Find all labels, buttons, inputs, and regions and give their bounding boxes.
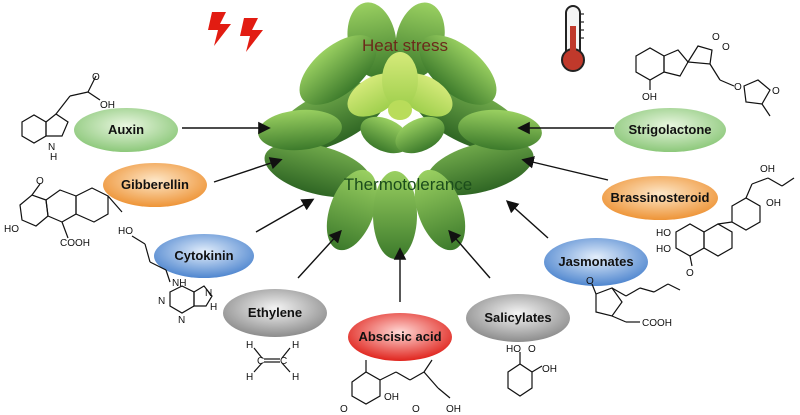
cytokinin-structure: HO NH N N N H xyxy=(118,226,217,326)
salicylates-structure: HO O OH xyxy=(506,344,557,397)
lightning-icon xyxy=(208,12,263,52)
auxin-label: Auxin xyxy=(108,122,144,137)
abscisic-acid-label: Abscisic acid xyxy=(358,329,441,344)
pill-auxin: Auxin xyxy=(74,108,178,152)
thermometer-icon xyxy=(561,5,585,72)
ethylene-atom-c2: C xyxy=(280,356,287,367)
ethylene-atom-h2: H xyxy=(246,372,253,383)
pill-cytokinin: Cytokinin xyxy=(154,234,254,278)
strigolactone-atom-o4: O xyxy=(772,86,780,97)
auxin-atom-h: H xyxy=(50,152,57,163)
auxin-atom-o: O xyxy=(92,72,100,83)
brassinosteroid-label: Brassinosteroid xyxy=(611,190,710,205)
strigolactone-atom-oh: OH xyxy=(642,92,657,103)
arrow-jasmonates xyxy=(505,200,549,239)
abscisic-acid-structure: O OH OH O xyxy=(340,359,461,415)
pill-jasmonates: Jasmonates xyxy=(544,238,648,286)
gibberellin-label: Gibberellin xyxy=(121,177,189,192)
auxin-atom-n: N xyxy=(48,142,55,153)
strigolactone-atom-o1: O xyxy=(712,32,720,43)
brassinosteroid-atom-o: O xyxy=(686,268,694,279)
cytokinin-atom-n1: N xyxy=(158,296,165,307)
abscisic-acid-atom-o2: O xyxy=(412,404,420,415)
pill-salicylates: Salicylates xyxy=(466,294,570,342)
pill-brassinosteroid: Brassinosteroid xyxy=(602,176,718,220)
strigolactone-label: Strigolactone xyxy=(628,122,711,137)
salicylates-atom-o: O xyxy=(528,344,536,355)
ethylene-atom-h1: H xyxy=(246,340,253,351)
salicylates-atom-ho: HO xyxy=(506,344,521,355)
auxin-atom-oh: OH xyxy=(100,100,115,111)
salicylates-label: Salicylates xyxy=(484,310,551,325)
abscisic-acid-atom-oh1: OH xyxy=(384,392,399,403)
cytokinin-atom-ho: HO xyxy=(118,226,133,237)
jasmonates-label: Jasmonates xyxy=(558,254,633,269)
brassinosteroid-atom-oh1: OH xyxy=(760,164,775,175)
arrow-salicylates xyxy=(448,229,491,279)
abscisic-acid-atom-o: O xyxy=(340,404,348,415)
cytokinin-atom-nh: NH xyxy=(172,278,186,289)
ethylene-atom-h4: H xyxy=(292,372,299,383)
thermotolerance-label: Thermotolerance xyxy=(344,175,473,194)
gibberellin-atom-o: O xyxy=(36,176,44,187)
pill-ethylene: Ethylene xyxy=(223,289,327,337)
arrow-brassinosteroid xyxy=(521,156,609,181)
pill-abscisic-acid: Abscisic acid xyxy=(348,313,452,361)
gibberellin-atom-cooh: COOH xyxy=(60,238,90,249)
cytokinin-atom-n2: N xyxy=(178,315,185,326)
jasmonates-atom-cooh: COOH xyxy=(642,318,672,329)
strigolactone-atom-o2: O xyxy=(722,42,730,53)
gibberellin-atom-ho: HO xyxy=(4,224,19,235)
ethylene-structure: C C H H H H xyxy=(246,340,299,383)
brassinosteroid-atom-oh2: OH xyxy=(766,198,781,209)
arrow-ethylene xyxy=(297,229,342,279)
abscisic-acid-atom-oh2: OH xyxy=(446,404,461,415)
ethylene-label: Ethylene xyxy=(248,305,302,320)
cytokinin-label: Cytokinin xyxy=(174,248,233,263)
gibberellin-structure: O HO COOH xyxy=(4,176,123,249)
brassinosteroid-atom-ho1: HO xyxy=(656,228,671,239)
salicylates-atom-oh: OH xyxy=(542,364,557,375)
pill-gibberellin: Gibberellin xyxy=(103,163,207,207)
jasmonates-atom-o: O xyxy=(586,276,594,287)
strigolactone-atom-o3: O xyxy=(734,82,742,93)
brassinosteroid-structure: HO HO OH OH O xyxy=(656,164,795,279)
auxin-structure: O OH N H xyxy=(21,72,115,163)
brassinosteroid-atom-ho2: HO xyxy=(656,244,671,255)
jasmonates-structure: O COOH xyxy=(586,276,681,329)
arrows xyxy=(182,121,614,302)
arrow-gibberellin xyxy=(213,157,283,183)
ethylene-atom-c1: C xyxy=(257,356,264,367)
pill-strigolactone: Strigolactone xyxy=(614,108,726,152)
cytokinin-atom-n3: N xyxy=(205,288,212,299)
arrow-cytokinin xyxy=(255,198,315,233)
heat-stress-label: Heat stress xyxy=(362,36,448,55)
ethylene-atom-h3: H xyxy=(292,340,299,351)
cytokinin-atom-h: H xyxy=(210,302,217,313)
strigolactone-structure: O O O O OH xyxy=(635,32,780,117)
